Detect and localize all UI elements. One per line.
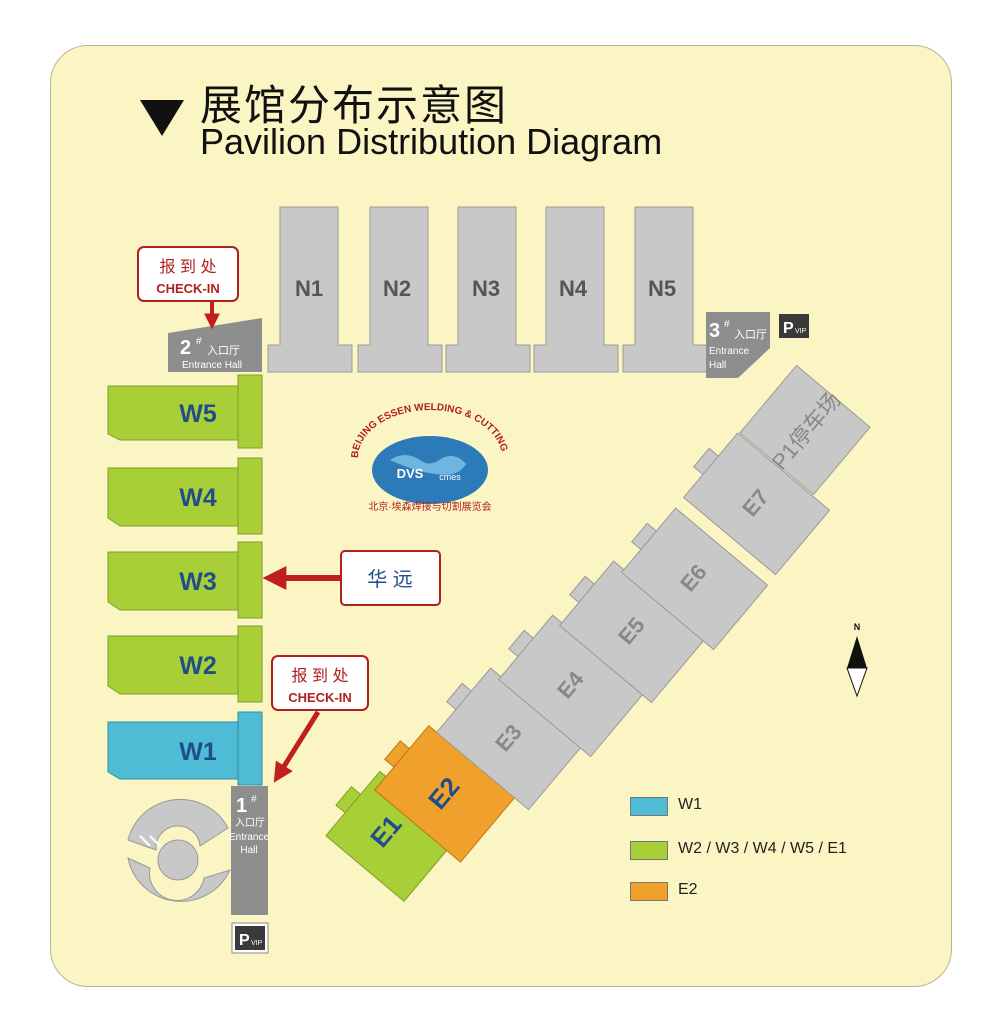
hall-w2-label[interactable]: W2 bbox=[179, 652, 217, 680]
logo-bottom-text: 北京·埃森焊接与切割展览会 bbox=[368, 500, 491, 513]
hall-e5[interactable]: E5 bbox=[550, 553, 707, 704]
legend-label-e2: E2 bbox=[678, 881, 698, 898]
roundabout-icon bbox=[127, 798, 231, 902]
parking-p1[interactable]: P1停车场 bbox=[738, 364, 871, 497]
hall-e7[interactable]: E7 bbox=[674, 425, 831, 576]
hall-e2[interactable]: E2 bbox=[366, 718, 516, 863]
hall-n5[interactable]: N5 bbox=[622, 206, 708, 373]
hall-n3[interactable]: N3 bbox=[445, 206, 531, 373]
hall-n2[interactable]: N2 bbox=[357, 206, 443, 373]
entrance-2-en: Entrance Hall bbox=[182, 360, 242, 371]
checkin-callout-top[interactable]: 报 到 处 CHECK-IN bbox=[137, 246, 239, 330]
checkin-bottom-cn: 报 到 处 bbox=[292, 667, 349, 685]
entrance-1-cn: 入口厅 bbox=[235, 818, 265, 829]
entrance-3[interactable]: 3 # 入口厅 Entrance Hall bbox=[706, 312, 770, 378]
north-arrow-icon: N bbox=[846, 622, 868, 698]
hall-n1[interactable]: N1 bbox=[267, 206, 353, 373]
title-chinese: 展馆分布示意图 bbox=[200, 81, 509, 130]
hall-n1-label: N1 bbox=[295, 276, 323, 301]
hall-e1[interactable]: E1 bbox=[317, 764, 459, 903]
legend-swatch-e2 bbox=[630, 882, 668, 901]
entrance-2[interactable]: 2 # 入口厅 Entrance Hall bbox=[168, 318, 262, 372]
entrance-1-sup: # bbox=[251, 794, 257, 805]
entrance-2-number: 2 bbox=[180, 337, 191, 359]
entrance-3-en1: Entrance bbox=[709, 346, 749, 357]
huayuan-label: 华 远 bbox=[367, 568, 413, 591]
logo-cmes: cmes bbox=[439, 472, 461, 482]
east-halls: E1 E2 E3 E4 E5 E6 E7 bbox=[317, 364, 871, 903]
legend-label-green: W2 / W3 / W4 / W5 / E1 bbox=[678, 840, 847, 857]
north-mark: N bbox=[854, 622, 861, 632]
hall-e3[interactable]: E3 bbox=[427, 660, 584, 811]
entrance-1[interactable]: 1 # 入口厅 Entrance Hall bbox=[229, 786, 269, 915]
hall-w1-label[interactable]: W1 bbox=[179, 738, 217, 766]
checkin-bottom-en: CHECK-IN bbox=[288, 690, 352, 705]
checkin-callout-bottom[interactable]: 报 到 处 CHECK-IN bbox=[271, 655, 369, 783]
legend-label-w1: W1 bbox=[678, 796, 702, 813]
entrance-3-number: 3 bbox=[709, 320, 720, 342]
entrance-1-en1: Entrance bbox=[229, 832, 269, 843]
entrance-2-sup: # bbox=[196, 336, 202, 347]
legend-swatch-w1 bbox=[630, 797, 668, 816]
hall-n5-label: N5 bbox=[648, 276, 676, 301]
legend-swatch-green bbox=[630, 841, 668, 860]
entrance-2-cn: 入口厅 bbox=[207, 345, 240, 357]
title-english: Pavilion Distribution Diagram bbox=[200, 121, 663, 162]
vip-parking-south[interactable]: P VIP bbox=[231, 922, 269, 954]
hall-n2-label: N2 bbox=[383, 276, 411, 301]
huayuan-callout[interactable]: 华 远 bbox=[262, 550, 441, 606]
hall-w3-label[interactable]: W3 bbox=[179, 568, 217, 596]
checkin-top-cn: 报 到 处 bbox=[160, 258, 217, 276]
entrance-3-en2: Hall bbox=[709, 360, 726, 371]
vip-parking-south-label: VIP bbox=[251, 940, 263, 947]
hall-w5-label[interactable]: W5 bbox=[179, 400, 217, 428]
vip-parking-south-p: P bbox=[239, 932, 250, 949]
north-halls: N1 N2 N3 N4 N5 bbox=[267, 206, 708, 373]
hall-n4[interactable]: N4 bbox=[533, 206, 619, 373]
hall-e6[interactable]: E6 bbox=[612, 500, 769, 651]
vip-parking-north-label: VIP bbox=[795, 328, 807, 335]
entrance-3-cn: 入口厅 bbox=[734, 329, 767, 341]
hall-n4-label: N4 bbox=[559, 276, 588, 301]
entrance-1-number: 1 bbox=[236, 795, 247, 817]
vip-parking-north[interactable]: P VIP bbox=[779, 314, 809, 338]
title-triangle-icon bbox=[140, 100, 184, 136]
west-halls: W5 W4 W3 W2 W1 bbox=[107, 374, 263, 786]
entrance-1-en2: Hall bbox=[240, 845, 257, 856]
hall-n3-label: N3 bbox=[472, 276, 500, 301]
hall-w4-label[interactable]: W4 bbox=[179, 484, 217, 512]
entrance-3-sup: # bbox=[724, 319, 730, 330]
event-logo: BEIJING ESSEN WELDING & CUTTING DVS cmes… bbox=[350, 402, 510, 513]
logo-dvs: DVS bbox=[397, 466, 424, 481]
checkin-top-en: CHECK-IN bbox=[156, 281, 220, 296]
vip-parking-north-p: P bbox=[783, 320, 794, 337]
